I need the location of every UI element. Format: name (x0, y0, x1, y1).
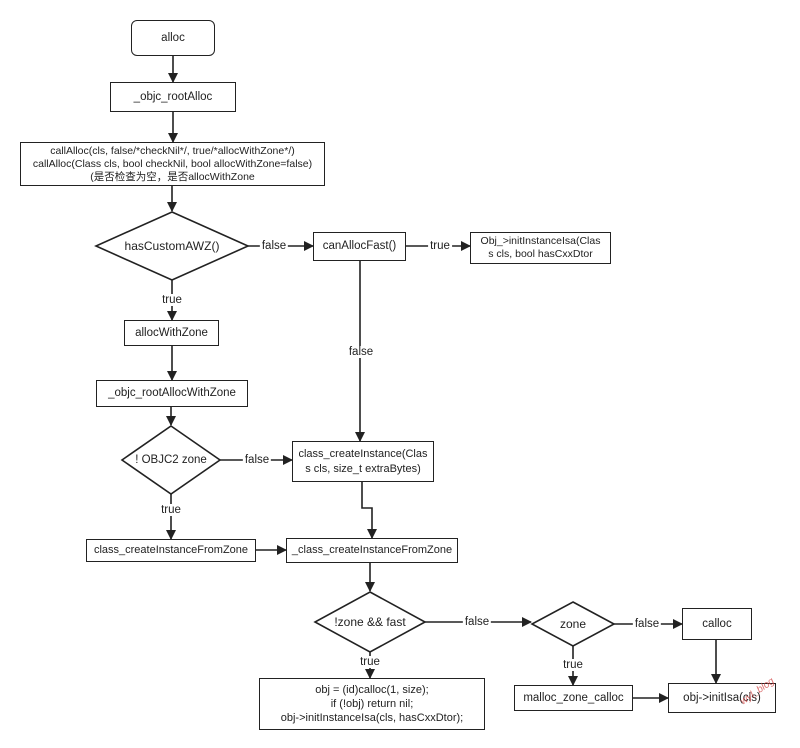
has-custom-awz-label: hasCustomAWZ() (124, 239, 220, 253)
zone-label: zone (559, 617, 587, 631)
init-instance-isa-node: Obj_>initInstanceIsa(Clas s cls, bool ha… (470, 232, 611, 264)
call-alloc-node: callAlloc(cls, false/*checkNil*/, true/*… (20, 142, 325, 186)
objc2-zone-label: ! OBJC2 zone (135, 454, 207, 466)
objc-root-alloc-node: _objc_rootAlloc (110, 82, 236, 112)
edge-label-zone-true: true (561, 659, 585, 671)
obj-init-isa-node: obj->initIsa(cls) (668, 683, 776, 713)
edge-label-fast-true: true (428, 240, 452, 252)
objc-root-alloc-with-zone-node: _objc_rootAllocWithZone (96, 380, 248, 407)
edge-label-objc2-true: true (159, 504, 183, 516)
class-create-instance-node: class_createInstance(Clas s cls, size_t … (292, 441, 434, 482)
can-alloc-fast-node: canAllocFast() (313, 232, 406, 261)
edge-label-awz-true: true (160, 294, 184, 306)
edge-createinstance-to-internal (361, 482, 377, 539)
edge-label-zone-false: false (632, 618, 662, 630)
alloc-with-zone-node: allocWithZone (124, 320, 219, 346)
calloc-node: calloc (682, 608, 752, 640)
zone-and-fast-label: !zone && fast (334, 615, 406, 629)
internal-class-create-instance-from-zone-node: _class_createInstanceFromZone (286, 538, 458, 563)
class-create-instance-from-zone-node: class_createInstanceFromZone (86, 539, 256, 562)
edge-label-zonefast-false: false (462, 616, 492, 628)
edge-label-zonefast-true: true (358, 656, 382, 668)
obj-calloc-code-node: obj = (id)calloc(1, size); if (!obj) ret… (259, 678, 485, 730)
alloc-node: alloc (131, 20, 215, 56)
edge-label-objc2-false: false (242, 454, 272, 466)
malloc-zone-calloc-node: malloc_zone_calloc (514, 685, 633, 711)
edge-label-awz-false: false (259, 240, 289, 252)
edge-label-fast-false: false (346, 346, 376, 358)
